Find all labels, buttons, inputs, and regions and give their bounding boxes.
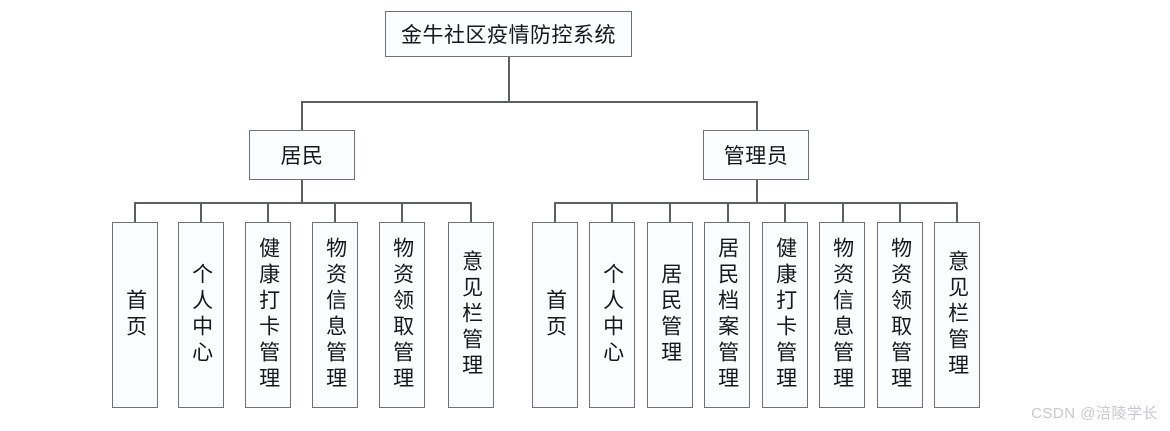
node-leaf-resident-0[interactable]: 首页: [112, 222, 158, 408]
connector-root-stem: [508, 57, 510, 102]
connector-admin-leaf-0: [554, 202, 556, 222]
node-leaf-admin-2-label: 居民管理: [658, 263, 683, 367]
node-branch-admin-label: 管理员: [723, 144, 789, 168]
connector-admin-leaf-6: [899, 202, 901, 222]
connector-admin-leaf-3: [727, 202, 729, 222]
connector-resident-leaf-1: [200, 202, 202, 222]
node-leaf-admin-3[interactable]: 居民档案管理: [704, 222, 750, 408]
connector-resident-leaf-bus: [134, 202, 471, 204]
connector-admin-leaf-7: [956, 202, 958, 222]
node-leaf-resident-0-label: 首页: [123, 289, 148, 341]
node-leaf-resident-5-label: 意见栏管理: [459, 250, 484, 380]
connector-drop-admin: [756, 101, 758, 131]
connector-admin-leaf-2: [669, 202, 671, 222]
node-leaf-resident-2[interactable]: 健康打卡管理: [245, 222, 291, 408]
connector-drop-resident: [301, 101, 303, 131]
connector-resident-stem: [301, 180, 303, 202]
connector-resident-leaf-2: [267, 202, 269, 222]
connector-admin-leaf-5: [842, 202, 844, 222]
node-leaf-admin-7[interactable]: 意见栏管理: [934, 222, 980, 408]
node-leaf-admin-4[interactable]: 健康打卡管理: [762, 222, 808, 408]
node-root-label: 金牛社区疫情防控系统: [401, 23, 616, 47]
node-leaf-admin-4-label: 健康打卡管理: [773, 237, 798, 393]
node-branch-admin[interactable]: 管理员: [703, 130, 809, 180]
node-leaf-resident-3[interactable]: 物资信息管理: [312, 222, 358, 408]
node-leaf-admin-7-label: 意见栏管理: [945, 250, 970, 380]
connector-admin-leaf-4: [784, 202, 786, 222]
node-leaf-admin-1-label: 个人中心: [600, 263, 625, 367]
connector-resident-leaf-3: [334, 202, 336, 222]
node-leaf-admin-0-label: 首页: [543, 289, 568, 341]
node-leaf-admin-5-label: 物资信息管理: [830, 237, 855, 393]
node-leaf-resident-5[interactable]: 意见栏管理: [448, 222, 494, 408]
connector-admin-leaf-bus: [554, 202, 957, 204]
node-branch-resident-label: 居民: [280, 144, 324, 168]
node-leaf-resident-2-label: 健康打卡管理: [256, 237, 281, 393]
node-leaf-admin-0[interactable]: 首页: [532, 222, 578, 408]
node-leaf-admin-6-label: 物资领取管理: [888, 237, 913, 393]
node-branch-resident[interactable]: 居民: [249, 130, 355, 180]
connector-admin-leaf-1: [611, 202, 613, 222]
csdn-watermark: CSDN @涪陵学长: [1031, 405, 1158, 422]
connector-level2-bus: [301, 101, 757, 103]
node-root[interactable]: 金牛社区疫情防控系统: [385, 11, 632, 57]
connector-resident-leaf-0: [134, 202, 136, 222]
node-leaf-resident-4[interactable]: 物资领取管理: [379, 222, 425, 408]
node-leaf-resident-4-label: 物资领取管理: [390, 237, 415, 393]
node-leaf-resident-3-label: 物资信息管理: [323, 237, 348, 393]
node-leaf-resident-1-label: 个人中心: [189, 263, 214, 367]
node-leaf-admin-3-label: 居民档案管理: [715, 237, 740, 393]
node-leaf-admin-1[interactable]: 个人中心: [589, 222, 635, 408]
node-leaf-admin-5[interactable]: 物资信息管理: [819, 222, 865, 408]
connector-admin-stem: [756, 180, 758, 202]
node-leaf-admin-6[interactable]: 物资领取管理: [877, 222, 923, 408]
connector-resident-leaf-4: [401, 202, 403, 222]
connector-resident-leaf-5: [470, 202, 472, 222]
node-leaf-admin-2[interactable]: 居民管理: [647, 222, 693, 408]
node-leaf-resident-1[interactable]: 个人中心: [178, 222, 224, 408]
